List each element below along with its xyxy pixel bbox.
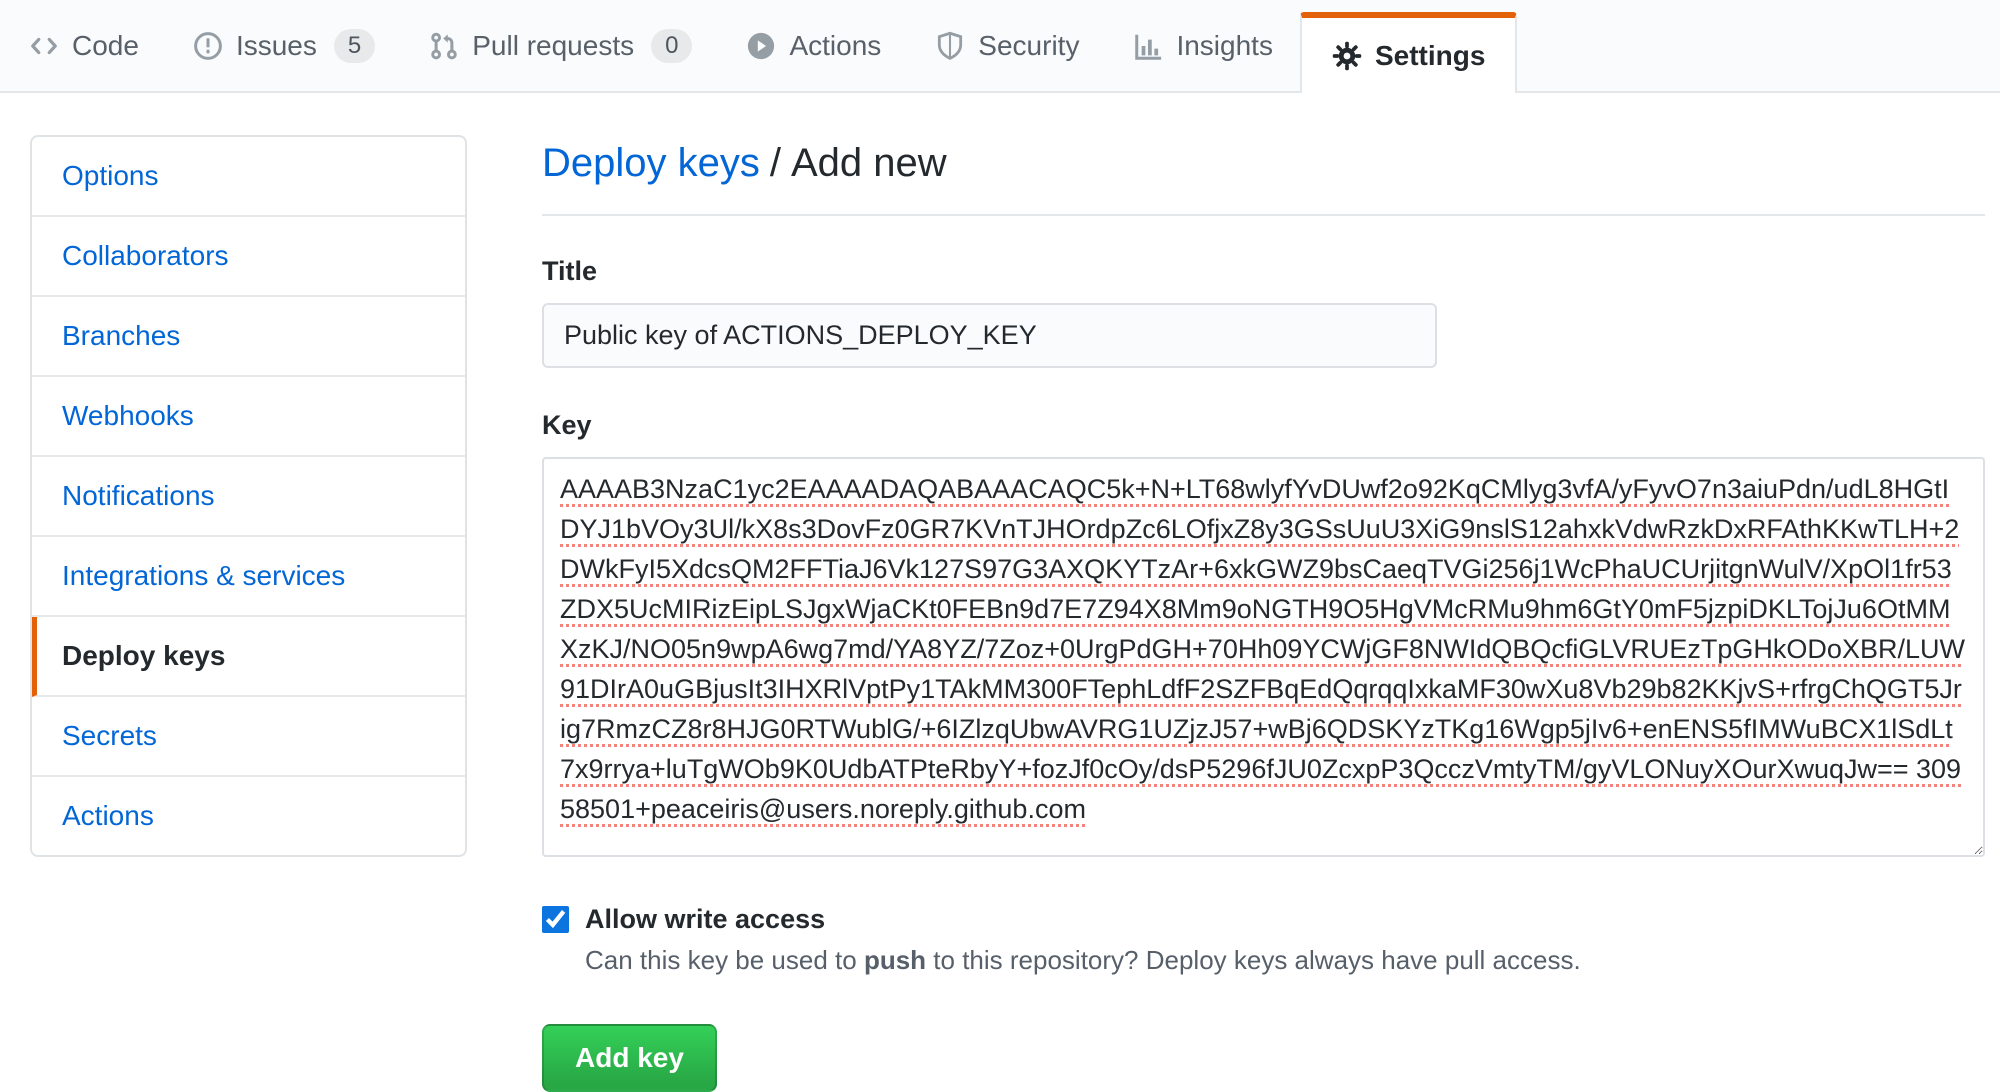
tab-label: Settings <box>1374 39 1486 71</box>
add-key-button[interactable]: Add key <box>542 1024 717 1092</box>
heading-divider <box>542 214 1985 216</box>
key-label: Key <box>542 410 592 440</box>
pull-requests-count-badge: 0 <box>651 28 693 63</box>
tab-insights[interactable]: Insights <box>1106 0 1300 91</box>
issue-opened-icon <box>193 31 223 61</box>
sidebar-item-collaborators[interactable]: Collaborators <box>32 217 465 297</box>
play-icon <box>746 31 776 61</box>
allow-write-access-checkbox[interactable] <box>542 906 569 933</box>
sidebar-item-branches[interactable]: Branches <box>32 297 465 377</box>
allow-write-access-row: Allow write access <box>542 904 1985 935</box>
settings-page: Options Collaborators Branches Webhooks … <box>0 93 2000 1092</box>
repo-navigation: Code Issues 5 Pull requests 0 Actions Se… <box>0 0 2000 93</box>
tab-label: Pull requests <box>472 29 635 61</box>
breadcrumb-current: Add new <box>791 141 947 185</box>
sidebar-item-webhooks[interactable]: Webhooks <box>32 377 465 457</box>
title-label: Title <box>542 256 598 286</box>
sidebar-item-options[interactable]: Options <box>32 137 465 217</box>
sidebar-item-secrets[interactable]: Secrets <box>32 697 465 777</box>
tab-security[interactable]: Security <box>908 0 1106 91</box>
page-title: Deploy keys/Add new <box>542 141 1985 186</box>
tab-label: Actions <box>789 29 882 61</box>
sidebar-item-integrations-services[interactable]: Integrations & services <box>32 537 465 617</box>
tab-code[interactable]: Code <box>2 0 166 91</box>
tab-pull-requests[interactable]: Pull requests 0 <box>402 0 719 91</box>
sidebar-item-deploy-keys[interactable]: Deploy keys <box>32 617 465 697</box>
tab-label: Insights <box>1176 29 1273 61</box>
breadcrumb-separator: / <box>769 141 781 185</box>
tab-label: Security <box>978 29 1080 61</box>
deploy-keys-breadcrumb-link[interactable]: Deploy keys <box>542 141 760 185</box>
code-icon <box>29 31 59 61</box>
tab-label: Code <box>72 29 139 61</box>
settings-sidebar: Options Collaborators Branches Webhooks … <box>30 135 467 857</box>
key-textarea[interactable]: AAAAB3NzaC1yc2EAAAADAQABAAACAQC5k+N+LT68… <box>542 457 1985 857</box>
allow-write-access-label[interactable]: Allow write access <box>585 904 826 934</box>
issues-count-badge: 5 <box>333 28 376 63</box>
title-input[interactable] <box>542 303 1437 368</box>
graph-icon <box>1133 31 1163 61</box>
gear-icon <box>1332 41 1362 71</box>
write-access-help-text: Can this key be used to push to this rep… <box>585 945 1581 975</box>
tab-label: Issues <box>235 29 317 61</box>
tab-issues[interactable]: Issues 5 <box>166 0 402 91</box>
sidebar-item-notifications[interactable]: Notifications <box>32 457 465 537</box>
tab-settings[interactable]: Settings <box>1299 12 1518 93</box>
key-field-group: Key AAAAB3NzaC1yc2EAAAADAQABAAACAQC5k+N+… <box>542 410 1985 862</box>
tab-actions[interactable]: Actions <box>719 0 908 91</box>
sidebar-item-actions[interactable]: Actions <box>62 800 154 831</box>
deploy-key-form: Deploy keys/Add new Title Key AAAAB3NzaC… <box>542 135 1985 1092</box>
git-pull-request-icon <box>429 31 459 61</box>
title-field-group: Title <box>542 256 1985 368</box>
shield-icon <box>935 31 965 61</box>
